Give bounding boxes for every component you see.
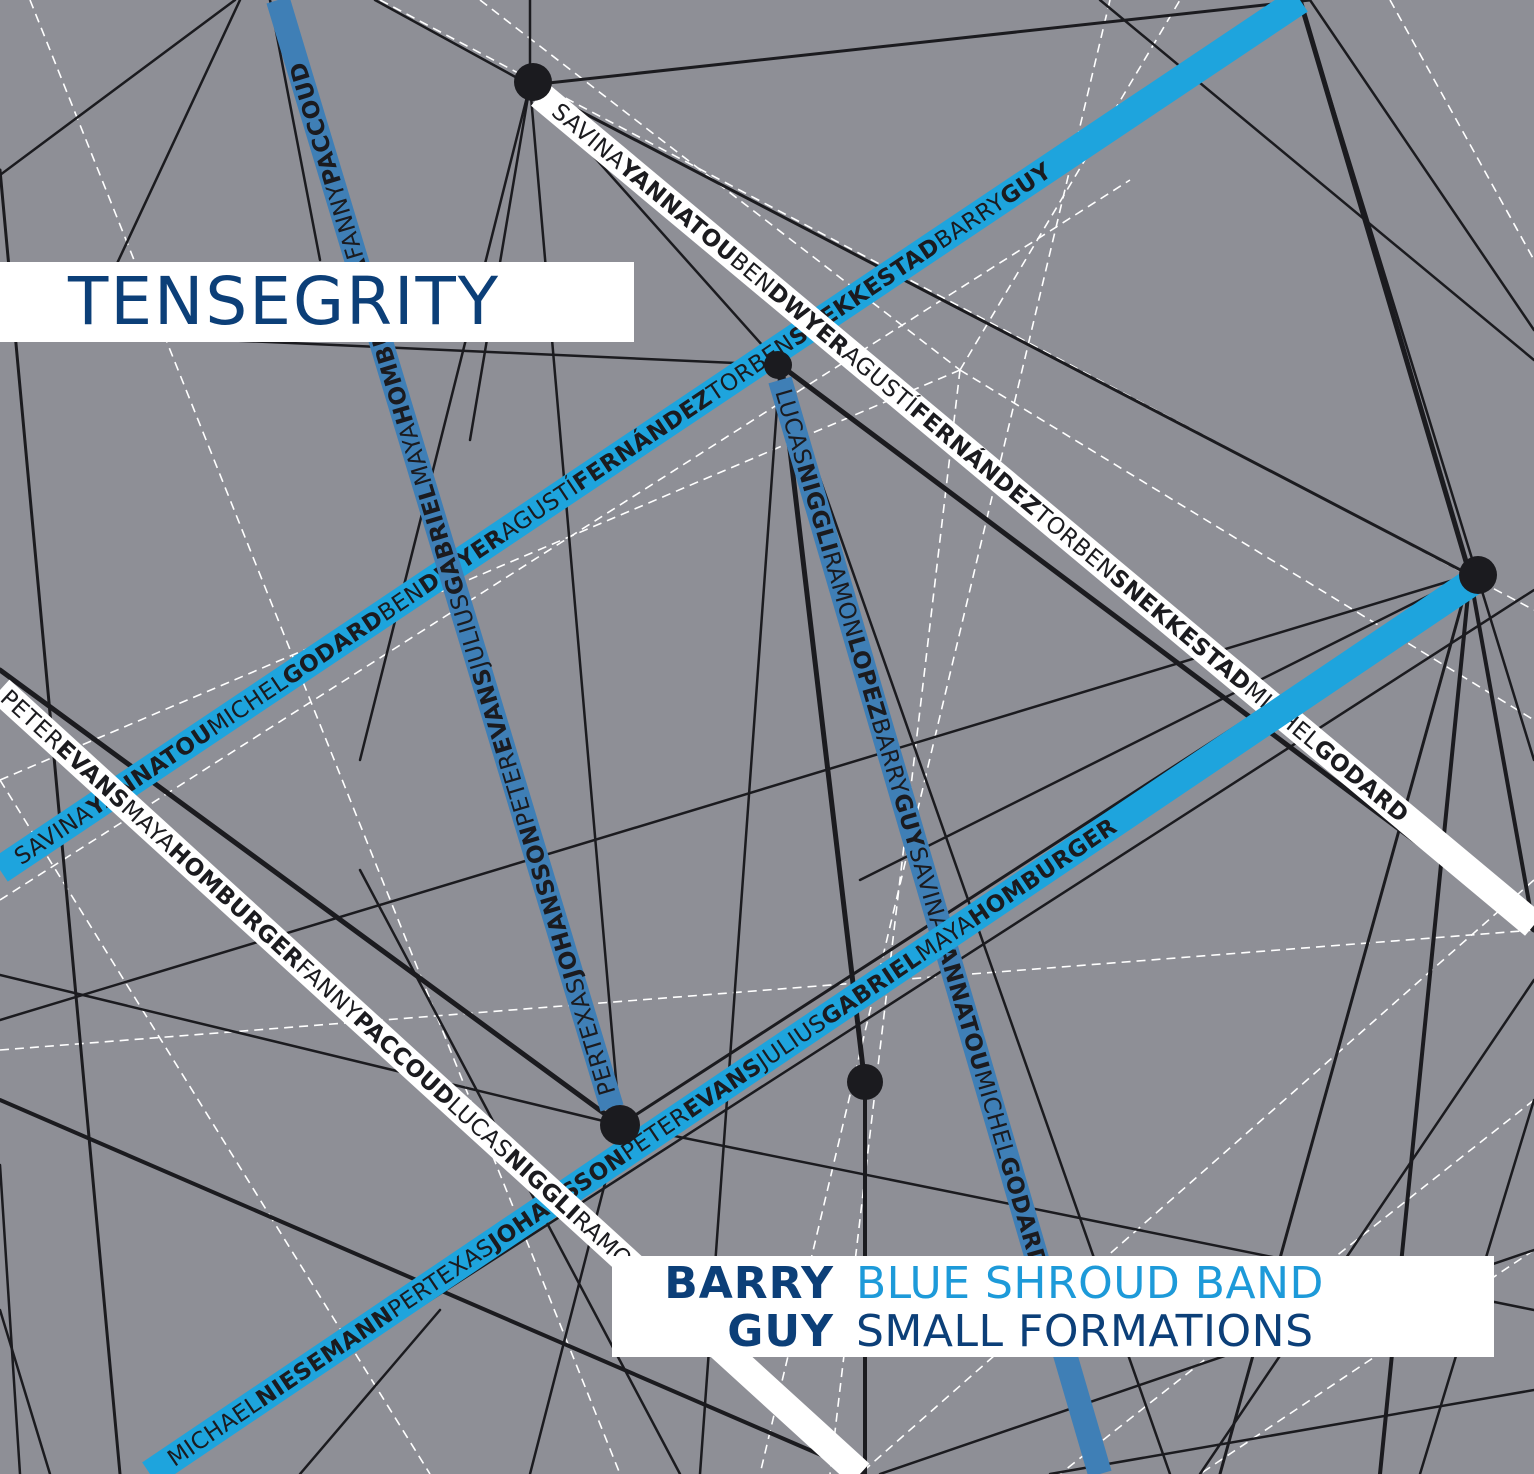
- band-name-segment: EVANS: [679, 1053, 767, 1124]
- strut-line: [528, 83, 622, 1127]
- strut-line: [858, 573, 1472, 882]
- band-name-segment: SAVINA: [546, 99, 630, 175]
- artist-last-name: GUY: [727, 1306, 834, 1357]
- tension-dashed-line: [1389, 0, 1534, 261]
- name-band-white-upper: SAVINAYANNATOUBENDWYERAGUSTÍFERNÁNDEZTOR…: [531, 84, 1534, 936]
- strut-line: [1198, 978, 1534, 1474]
- band-name-segment: LUCAS: [442, 1093, 517, 1164]
- band-name-segment: JULIUS: [446, 590, 494, 674]
- joint-node: [514, 63, 552, 101]
- name-band-strip: [0, 0, 1308, 882]
- band-name-segment: FERNÁNDEZ: [905, 396, 1047, 521]
- band-name-segment: EVANS: [468, 665, 518, 757]
- band-name-segment: SAVINA: [10, 800, 97, 870]
- strut-line: [298, 1308, 442, 1474]
- band-name-segment: FANNY: [290, 954, 365, 1026]
- strut-line: [358, 83, 532, 762]
- band-name-segment: PETER: [494, 749, 541, 829]
- band-name-segment: GODARD: [1308, 735, 1413, 829]
- tension-dashed-line: [0, 929, 1534, 1051]
- band-name-segment: SNEKKESTAD: [1104, 565, 1255, 697]
- strut-line: [0, 0, 237, 177]
- band-name-segment: FERNÁNDEZ: [568, 383, 718, 496]
- band-name-segment: NIESEMANN: [252, 1302, 399, 1413]
- album-title: TENSEGRITY: [68, 263, 501, 340]
- band-name-segment: HOMBURGER: [964, 814, 1121, 932]
- strut-line: [0, 1308, 52, 1474]
- artist-first-name: BARRY: [664, 1258, 834, 1309]
- strut-line: [0, 667, 623, 1128]
- band-name-segment: TEXAS: [420, 1234, 499, 1299]
- tension-dashed-line: [0, 779, 431, 1474]
- band-name-segment: BARRY: [931, 189, 1011, 255]
- band-name-segment: GUY: [888, 791, 929, 852]
- name-band-text: PERTEXASJOHANSSONPETEREVANSJULIUSGABRIEL…: [285, 59, 621, 1099]
- strut-line: [777, 362, 868, 1088]
- strut-line: [1308, 0, 1534, 332]
- tension-dashed-line: [0, 369, 961, 781]
- name-band-text: PETEREVANSMAYAHOMBURGERFANNYPACCOUDLUCAS…: [0, 685, 713, 1343]
- project-line-2: SMALL FORMATIONS: [856, 1306, 1314, 1357]
- credit-panel: BARRY BLUE SHROUD BAND GUY SMALL FORMATI…: [612, 1256, 1494, 1357]
- band-name-segment: GODARD: [278, 605, 388, 691]
- band-name-segment: AGUSTÍ: [837, 340, 923, 418]
- strut-line: [528, 83, 1472, 577]
- strut-line: [98, 0, 242, 302]
- project-line-1: BLUE SHROUD BAND: [856, 1258, 1324, 1309]
- name-band-strip: [531, 84, 1534, 936]
- strut-line: [373, 0, 532, 87]
- strut-line: [0, 573, 1472, 1022]
- tension-dashed-line: [829, 369, 961, 1474]
- band-name-segment: MICHEL: [203, 669, 293, 741]
- band-name-segment: MAYA: [394, 420, 437, 489]
- joint-node: [600, 1105, 640, 1145]
- strut-line: [0, 1163, 22, 1474]
- band-name-segment: MICHEL: [969, 1067, 1019, 1161]
- band-name-segment: RAMON: [817, 549, 867, 641]
- band-name-segment: LOPEZ: [842, 633, 891, 722]
- strut-line: [1298, 0, 1534, 762]
- name-band-text: LUCASNIGGLIRAMONLOPEZBARRYGUYSAVINAYANNA…: [769, 386, 1051, 1271]
- strut-line: [1468, 573, 1534, 932]
- tension-dashed-line: [959, 0, 1181, 371]
- band-name-segment: FANNY: [322, 180, 369, 262]
- title-panel: TENSEGRITY: [0, 262, 634, 342]
- strut-line: [0, 973, 622, 1127]
- band-name-segment: HOMBURGER: [163, 838, 308, 973]
- joint-node: [1459, 556, 1497, 594]
- joint-node: [847, 1064, 883, 1100]
- strut-line: [268, 0, 322, 262]
- name-band-text: MICHAELNIESEMANNPERTEXASJOHANSSONPETEREV…: [163, 814, 1122, 1473]
- strut-line: [1098, 0, 1534, 362]
- band-name-segment: GODARD: [994, 1154, 1051, 1272]
- strut-line: [1048, 1388, 1534, 1474]
- tension-dashed-line: [29, 0, 621, 1474]
- name-band-strip: [142, 568, 1483, 1474]
- band-name-segment: TEXAS: [561, 974, 608, 1056]
- strut-line: [528, 0, 1312, 87]
- joint-node: [764, 351, 792, 379]
- band-name-segment: TORBEN: [1028, 501, 1121, 585]
- band-name-segment: PACCOUD: [348, 1007, 459, 1112]
- band-name-segment: MICHAEL: [163, 1391, 266, 1472]
- name-band-cyan-main: SAVINAYANNATOUMICHELGODARDBENDWYERAGUSTÍ…: [0, 0, 1308, 882]
- tension-dashed-line: [959, 369, 1534, 721]
- band-name-segment: JULIUS: [751, 1010, 832, 1076]
